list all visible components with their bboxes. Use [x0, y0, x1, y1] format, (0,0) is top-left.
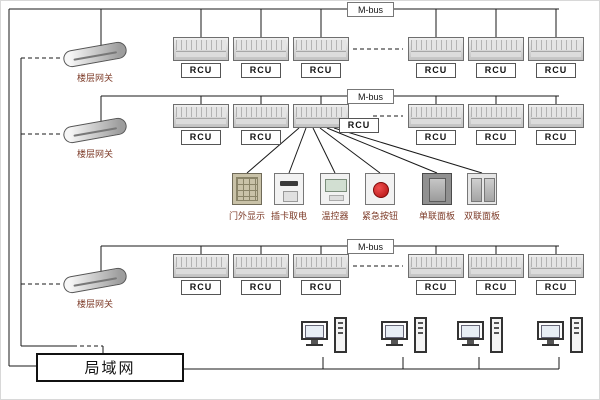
- computer-tower-icon: [490, 317, 503, 353]
- device-label: 双联面板: [463, 211, 500, 221]
- device-emergency-button: 紧急按钮: [358, 173, 402, 222]
- rcu-label: RCU: [301, 280, 341, 295]
- floor-gateway-label: 楼层网关: [76, 149, 113, 159]
- device-label: 紧急按钮: [361, 211, 398, 221]
- floor-gateway: 楼层网关: [59, 40, 131, 84]
- device-label: 插卡取电: [270, 211, 307, 221]
- rcu-label: RCU: [241, 130, 281, 145]
- emergency-button-icon: [365, 173, 395, 205]
- rcu-label: RCU: [476, 63, 516, 78]
- rcu-unit: RCU: [408, 104, 464, 145]
- rcu-label: RCU: [476, 280, 516, 295]
- rcu-unit: RCU: [233, 254, 289, 295]
- device-single-gang-panel: 单联面板: [415, 173, 459, 222]
- door-display-icon: [232, 173, 262, 205]
- mbus-tag: M-bus: [347, 2, 394, 17]
- rcu-label: RCU: [181, 280, 221, 295]
- rcu-module-icon: [468, 254, 524, 278]
- rcu-module-icon: [233, 37, 289, 61]
- rcu-unit-room-master: RCU: [293, 104, 379, 133]
- workstation: [301, 317, 349, 357]
- device-door-display: 门外显示: [225, 173, 269, 222]
- mbus-tag: M-bus: [347, 89, 394, 104]
- rcu-label: RCU: [416, 280, 456, 295]
- rcu-unit: RCU: [408, 37, 464, 78]
- rcu-module-icon: [528, 37, 584, 61]
- rcu-label: RCU: [416, 130, 456, 145]
- rcu-unit: RCU: [233, 104, 289, 145]
- rcu-label: RCU: [536, 63, 576, 78]
- monitor-icon: [381, 321, 408, 346]
- rcu-unit: RCU: [293, 37, 349, 78]
- lan-box: 局域网: [36, 353, 184, 382]
- rcu-unit: RCU: [528, 104, 584, 145]
- rcu-unit: RCU: [173, 37, 229, 78]
- rcu-unit: RCU: [408, 254, 464, 295]
- rcu-label: RCU: [536, 280, 576, 295]
- rcu-label: RCU: [301, 63, 341, 78]
- workstation: [457, 317, 505, 357]
- monitor-icon: [457, 321, 484, 346]
- rcu-module-icon: [173, 254, 229, 278]
- rcu-unit: RCU: [173, 104, 229, 145]
- device-label: 温控器: [321, 211, 349, 221]
- floor-gateway: 楼层网关: [59, 116, 131, 160]
- rcu-label: RCU: [241, 63, 281, 78]
- single-panel-icon: [422, 173, 452, 205]
- rcu-label: RCU: [536, 130, 576, 145]
- rcu-unit: RCU: [468, 254, 524, 295]
- rcu-unit: RCU: [173, 254, 229, 295]
- rcu-module-icon: [468, 104, 524, 128]
- rcu-unit: RCU: [468, 104, 524, 145]
- rcu-label: RCU: [416, 63, 456, 78]
- rcu-label: RCU: [241, 280, 281, 295]
- rcu-module-icon: [233, 254, 289, 278]
- device-thermostat: 温控器: [313, 173, 357, 222]
- rcu-unit: RCU: [233, 37, 289, 78]
- workstation: [537, 317, 585, 357]
- floor-gateway-label: 楼层网关: [76, 73, 113, 83]
- rcu-module-icon: [233, 104, 289, 128]
- rcu-unit: RCU: [528, 37, 584, 78]
- rcu-module-icon: [528, 254, 584, 278]
- double-panel-icon: [467, 173, 497, 205]
- rcu-module-icon: [293, 37, 349, 61]
- device-label: 单联面板: [418, 211, 455, 221]
- rcu-label: RCU: [181, 130, 221, 145]
- device-label: 门外显示: [228, 211, 265, 221]
- rcu-label: RCU: [476, 130, 516, 145]
- device-card-power-switch: 插卡取电: [267, 173, 311, 222]
- monitor-icon: [301, 321, 328, 346]
- rcu-unit: RCU: [468, 37, 524, 78]
- rcu-module-icon: [528, 104, 584, 128]
- floor-gateway: 楼层网关: [59, 266, 131, 310]
- mbus-tag: M-bus: [347, 239, 394, 254]
- rcu-module-icon: [408, 104, 464, 128]
- device-double-gang-panel: 双联面板: [460, 173, 504, 222]
- rcu-label: RCU: [339, 118, 379, 133]
- monitor-icon: [537, 321, 564, 346]
- workstation: [381, 317, 429, 357]
- computer-tower-icon: [334, 317, 347, 353]
- rcu-module-icon: [173, 104, 229, 128]
- rcu-unit: RCU: [528, 254, 584, 295]
- rcu-label: RCU: [181, 63, 221, 78]
- lan-label: 局域网: [84, 360, 136, 377]
- rcu-module-icon: [408, 37, 464, 61]
- computer-tower-icon: [570, 317, 583, 353]
- floor-gateway-label: 楼层网关: [76, 299, 113, 309]
- rcu-module-icon: [173, 37, 229, 61]
- rcu-module-icon: [408, 254, 464, 278]
- thermostat-icon: [320, 173, 350, 205]
- rcu-unit: RCU: [293, 254, 349, 295]
- computer-tower-icon: [414, 317, 427, 353]
- rcu-module-icon: [293, 254, 349, 278]
- rcu-module-icon: [468, 37, 524, 61]
- card-power-icon: [274, 173, 304, 205]
